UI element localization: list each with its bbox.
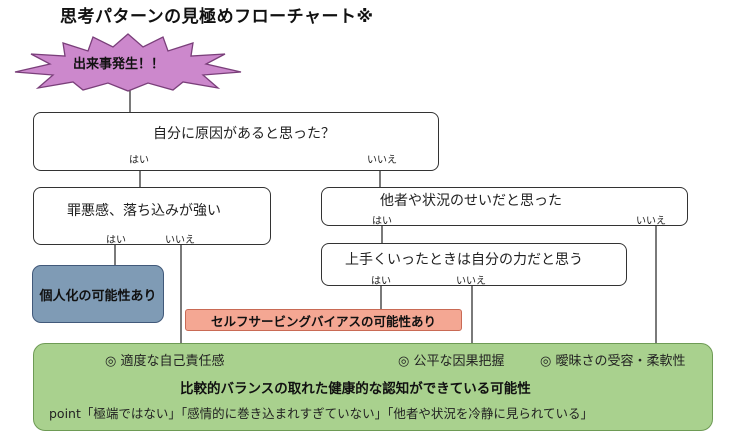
start-burst bbox=[14, 33, 242, 92]
question-own-cause bbox=[33, 112, 439, 171]
question-guilt bbox=[33, 187, 271, 245]
healthy-main-text: 比較的バランスの取れた健康的な認知ができている可能性 bbox=[180, 381, 531, 397]
healthy-item-causality: ◎ 公平な因果把握 bbox=[398, 354, 505, 369]
healthy-point-text: point「極端ではない」「感情的に巻き込まれすぎていない」「他者や状況を冷静に… bbox=[49, 406, 594, 421]
page-title: 思考パターンの見極めフローチャート※ bbox=[60, 7, 374, 27]
question-success-own-no: いいえ bbox=[456, 276, 486, 287]
question-guilt-text: 罪悪感、落ち込みが強い bbox=[67, 203, 221, 219]
question-own-cause-yes: はい bbox=[129, 155, 149, 166]
healthy-item-responsibility: ◎ 適度な自己責任感 bbox=[105, 354, 225, 369]
question-guilt-yes: はい bbox=[106, 235, 126, 246]
question-others-fault-text: 他者や状況のせいだと思った bbox=[380, 193, 562, 209]
question-own-cause-text: 自分に原因があると思った？ bbox=[153, 126, 335, 142]
question-success-own-yes: はい bbox=[371, 276, 391, 287]
start-label: 出来事発生！！ bbox=[73, 57, 165, 72]
result-healthy bbox=[33, 343, 713, 431]
question-others-fault-no: いいえ bbox=[636, 216, 666, 227]
question-guilt-no: いいえ bbox=[165, 235, 195, 246]
question-success-own bbox=[321, 243, 627, 286]
result-personalization: 個人化の可能性あり bbox=[32, 265, 164, 323]
question-success-own-text: 上手くいったときは自分の力だと思う bbox=[345, 252, 583, 268]
question-others-fault-yes: はい bbox=[372, 216, 392, 227]
question-own-cause-no: いいえ bbox=[367, 155, 397, 166]
healthy-item-flexibility: ◎ 曖昧さの受容・柔軟性 bbox=[540, 354, 686, 369]
question-others-fault bbox=[321, 187, 688, 226]
result-self-serving-bias: セルフサービングバイアスの可能性あり bbox=[185, 309, 462, 331]
